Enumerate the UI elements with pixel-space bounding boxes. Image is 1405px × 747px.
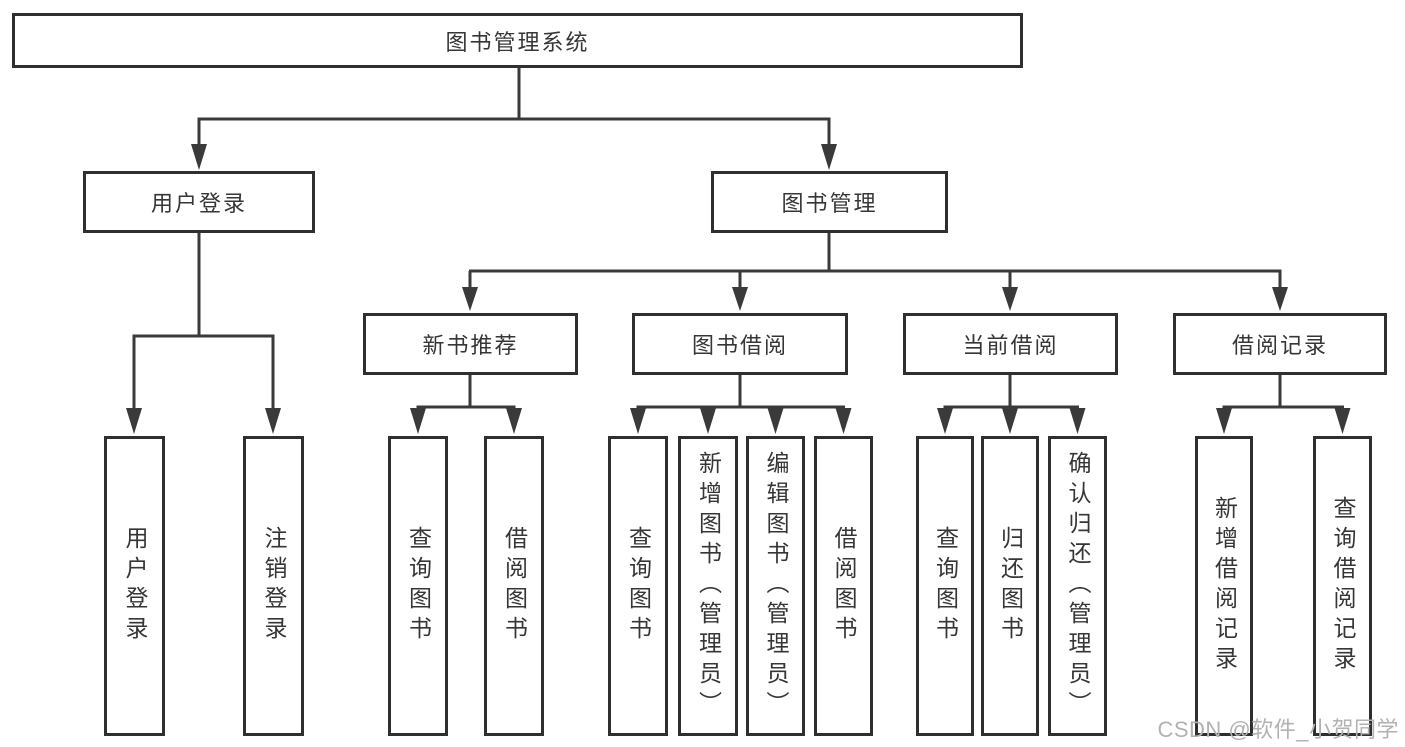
leaf-user-login-label: 用户登录 [122,526,148,646]
leaf-cb-query-books: 查询图书 [916,436,974,736]
leaf-bb-add-books-admin-label: 新增图书（管理员） [695,451,722,721]
user-login-group-connector [126,233,281,434]
leaf-rec-query-books: 查询图书 [388,436,448,736]
current-borrowing-group-connector [937,375,1086,434]
root-to-level2-connector [191,68,837,170]
leaf-user-login: 用户登录 [104,436,165,736]
leaf-cb-confirm-return-admin-label: 确认归还（管理员） [1065,451,1091,721]
node-root: 图书管理系统 [12,13,1023,68]
leaf-cb-return-books-label: 归还图书 [997,526,1024,646]
node-new-book-recommend: 新书推荐 [363,313,578,375]
leaf-br-add-record: 新增借阅记录 [1195,436,1253,736]
node-book-borrowing: 图书借阅 [632,313,848,375]
leaf-cb-return-books: 归还图书 [981,436,1039,736]
node-book-management: 图书管理 [711,171,948,233]
leaf-logout-label: 注销登录 [261,526,287,646]
leaf-rec-borrow-books: 借阅图书 [484,436,544,736]
leaf-bb-borrow-books: 借阅图书 [814,436,873,736]
leaf-rec-borrow-books-label: 借阅图书 [501,526,528,646]
book-borrowing-group-connector [630,375,852,434]
new-book-recommend-group-connector [410,375,522,434]
node-current-borrowing: 当前借阅 [903,313,1118,375]
node-borrowing-records: 借阅记录 [1173,313,1387,375]
leaf-rec-query-books-label: 查询图书 [405,526,432,646]
leaf-bb-query-books: 查询图书 [608,436,668,736]
leaf-br-add-record-label: 新增借阅记录 [1211,496,1238,676]
book-management-to-level3-connector [462,233,1288,311]
leaf-logout: 注销登录 [243,436,304,736]
borrowing-records-group-connector [1216,375,1351,434]
leaf-bb-add-books-admin: 新增图书（管理员） [678,436,738,736]
leaf-bb-edit-books-admin-label: 编辑图书（管理员） [763,451,789,721]
watermark: CSDN @软件_小贺同学 [1157,717,1399,742]
leaf-bb-query-books-label: 查询图书 [625,526,652,646]
leaf-cb-query-books-label: 查询图书 [932,526,959,646]
leaf-cb-confirm-return-admin: 确认归还（管理员） [1048,436,1107,736]
leaf-bb-edit-books-admin: 编辑图书（管理员） [746,436,805,736]
leaf-bb-borrow-books-label: 借阅图书 [831,526,857,646]
leaf-br-query-record: 查询借阅记录 [1313,436,1372,736]
leaf-br-query-record-label: 查询借阅记录 [1330,496,1356,676]
node-user-login: 用户登录 [83,171,315,233]
